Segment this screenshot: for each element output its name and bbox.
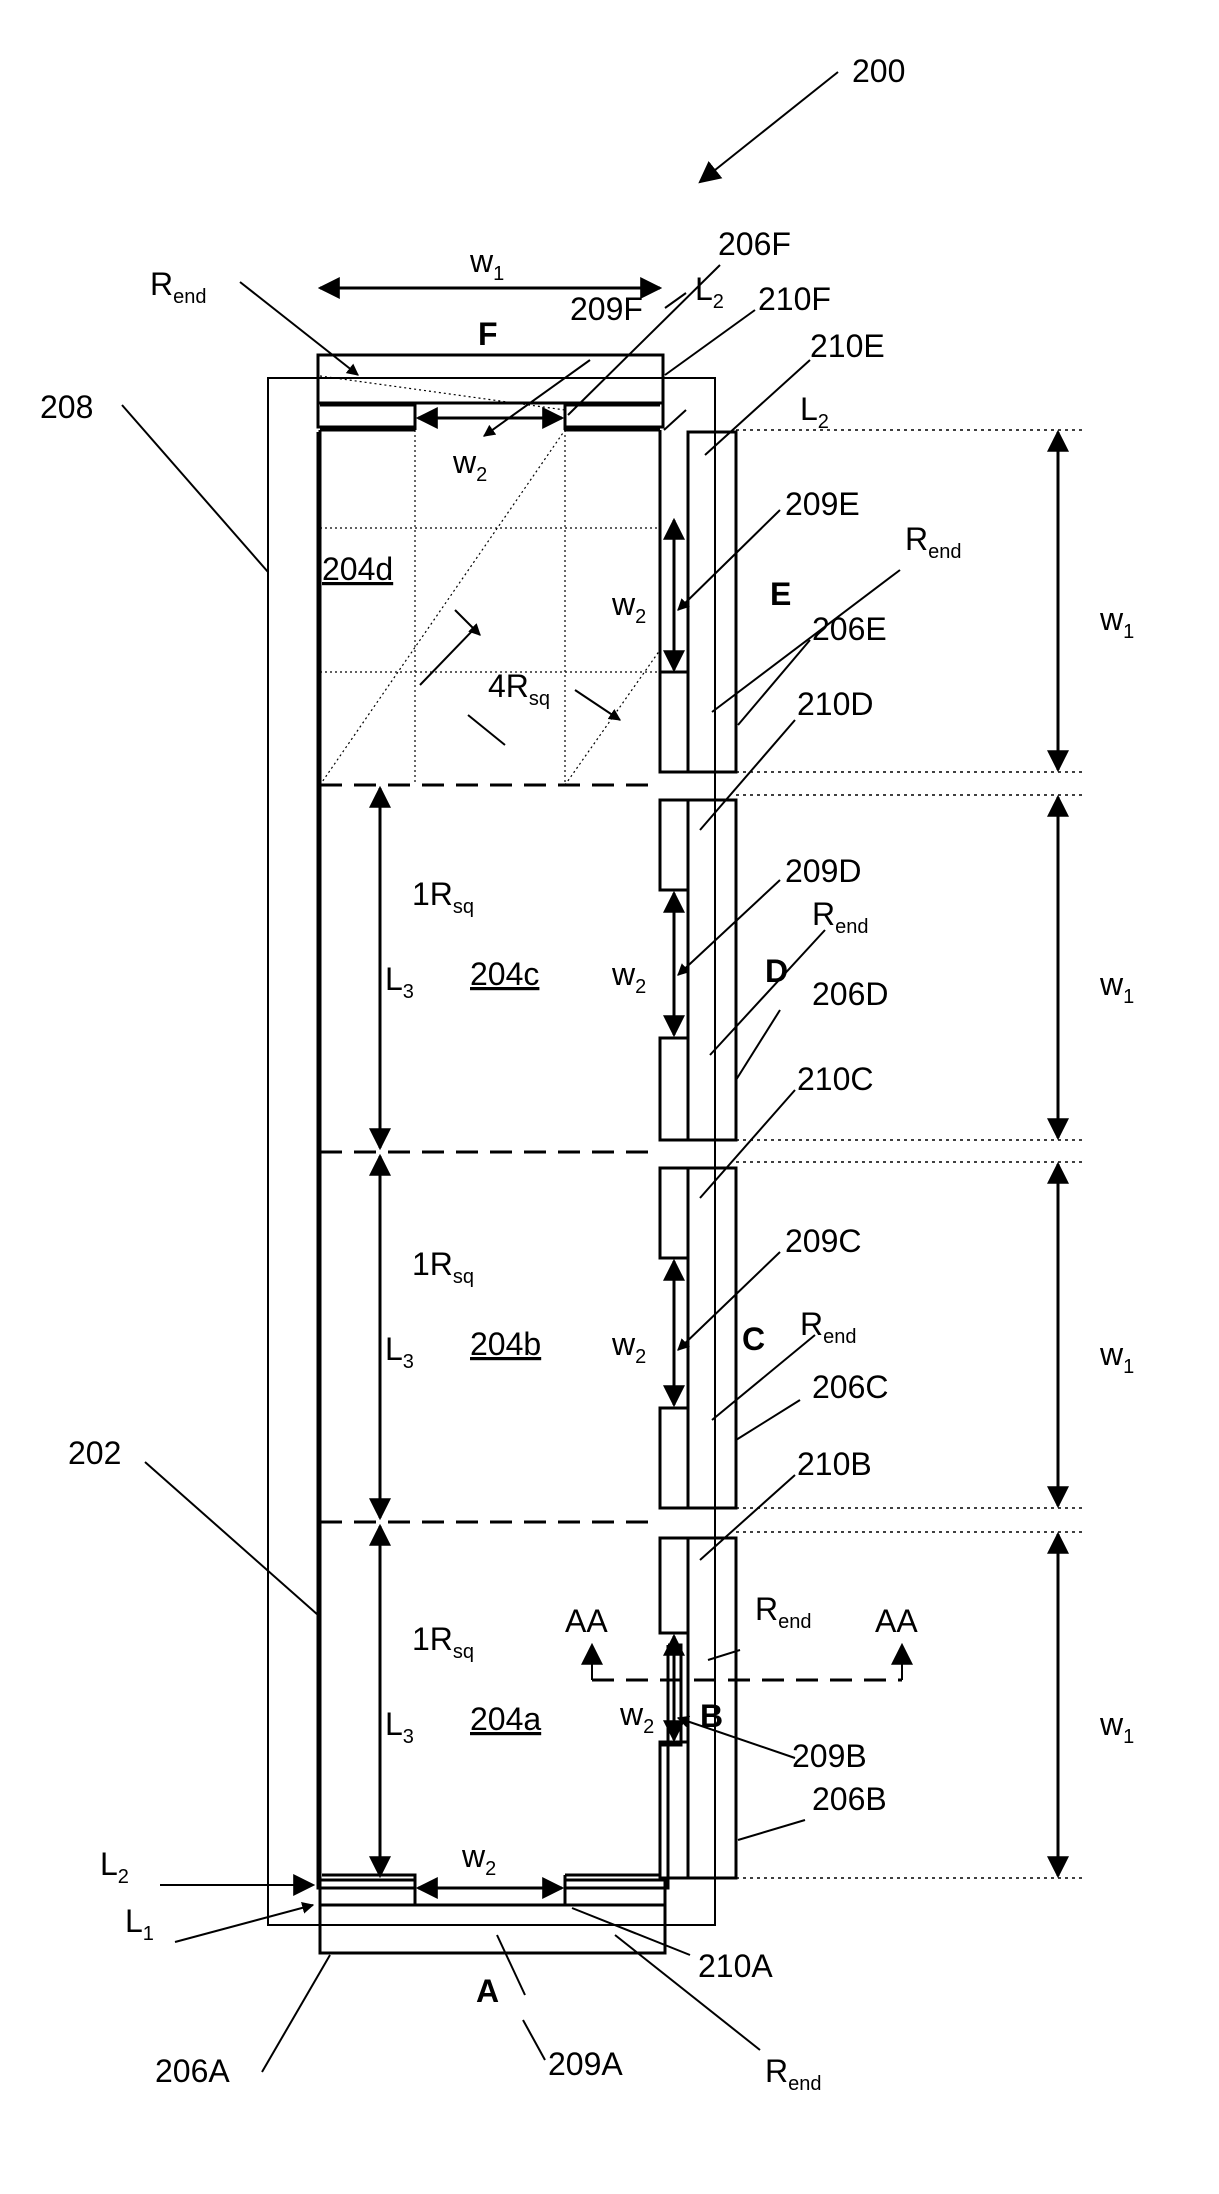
region-204c: 204c (470, 956, 539, 992)
tab-F-left (318, 403, 415, 427)
tab-C-top (660, 1168, 688, 1258)
pad-D (688, 800, 736, 1140)
figure-reference: 200 (700, 53, 905, 182)
pad-C (688, 1168, 736, 1508)
label-L2-right: L2 (800, 391, 829, 433)
section-AA-markers (592, 1645, 902, 1680)
label-L1: L1 (125, 1903, 154, 1945)
label-L2-bottom: L2 (100, 1846, 129, 1888)
label-208: 208 (40, 389, 93, 425)
letter-C: C (742, 1321, 765, 1357)
label-206C: 206C (812, 1369, 889, 1405)
label-206F: 206F (718, 226, 791, 262)
label-L2-top: L2 (695, 271, 724, 313)
pad-E (688, 432, 736, 772)
label-w2-bottom: w2 (461, 1838, 496, 1880)
label-Rend-B: Rend (755, 1591, 811, 1633)
tab-F-right (565, 403, 663, 427)
svg-text:w1: w1 (1099, 1706, 1134, 1748)
label-4Rsq: 4Rsq (488, 668, 550, 710)
label-210C: 210C (797, 1061, 874, 1097)
tab-A-left (320, 1880, 415, 1905)
label-L3-b: L3 (385, 1331, 414, 1373)
label-w2-D: w2 (611, 956, 646, 998)
label-209A: 209A (548, 2046, 623, 2082)
letter-B: B (700, 1698, 723, 1734)
label-w2-E: w2 (611, 586, 646, 628)
label-209B: 209B (792, 1738, 867, 1774)
label-w2-B: w2 (619, 1696, 654, 1738)
label-Rend-top: Rend (150, 266, 206, 308)
label-Rend-C: Rend (800, 1306, 856, 1348)
svg-text:w1: w1 (1099, 1336, 1134, 1378)
label-L3-c: L3 (385, 961, 414, 1003)
label-w2-top: w2 (452, 444, 487, 486)
label-210D: 210D (797, 686, 874, 722)
letter-E: E (770, 576, 791, 612)
label-209D: 209D (785, 853, 862, 889)
svg-text:w1: w1 (1099, 966, 1134, 1008)
label-209E: 209E (785, 486, 860, 522)
section-AA-left: AA (565, 1603, 608, 1639)
letter-A: A (476, 1973, 499, 2009)
label-Rend-E: Rend (905, 521, 961, 563)
w1-top-label: w1 (469, 243, 504, 285)
label-209C: 209C (785, 1223, 862, 1259)
label-209F: 209F (570, 291, 643, 327)
label-206D: 206D (812, 976, 889, 1012)
region-204d: 204d (322, 551, 393, 587)
label-1Rsq-b: 1Rsq (412, 1246, 474, 1288)
pad-A (320, 1905, 665, 1953)
label-Rend-bottom: Rend (765, 2053, 821, 2095)
svg-text:w1: w1 (1099, 601, 1134, 643)
tab-C-bottom (660, 1408, 688, 1508)
letter-D: D (765, 953, 788, 989)
label-Rend-D: Rend (812, 896, 868, 938)
labels: 208 202 Rend F 206F 209F L2 210F 210E L2… (40, 226, 961, 2095)
tab-E (660, 672, 688, 772)
leader-lines (122, 265, 900, 2072)
label-210F: 210F (758, 281, 831, 317)
figure-number-label: 200 (852, 53, 905, 89)
dimension-extension-lines (736, 430, 1085, 1878)
tab-B-bottom (660, 1742, 688, 1878)
label-1Rsq-c: 1Rsq (412, 876, 474, 918)
region-204b: 204b (470, 1326, 541, 1362)
tab-D-top (660, 800, 688, 890)
letter-F: F (478, 316, 498, 352)
section-AA-right: AA (875, 1603, 918, 1639)
tab-B-top (660, 1538, 688, 1633)
label-206A: 206A (155, 2053, 230, 2089)
label-206B: 206B (812, 1781, 887, 1817)
tab-D-bottom (660, 1038, 688, 1140)
resistor-body-path (318, 432, 681, 1888)
label-206E: 206E (812, 611, 887, 647)
region-204a: 204a (470, 1701, 541, 1737)
label-202: 202 (68, 1435, 121, 1471)
figure-arrow (700, 72, 838, 182)
label-210E: 210E (810, 328, 885, 364)
tab-A-right (565, 1880, 665, 1905)
label-w2-C: w2 (611, 1326, 646, 1368)
label-210B: 210B (797, 1446, 872, 1482)
label-210A: 210A (698, 1948, 773, 1984)
label-1Rsq-a: 1Rsq (412, 1621, 474, 1663)
w1-labels-right: w1 w1 w1 w1 (1099, 601, 1134, 1748)
label-L3-a: L3 (385, 1706, 414, 1748)
